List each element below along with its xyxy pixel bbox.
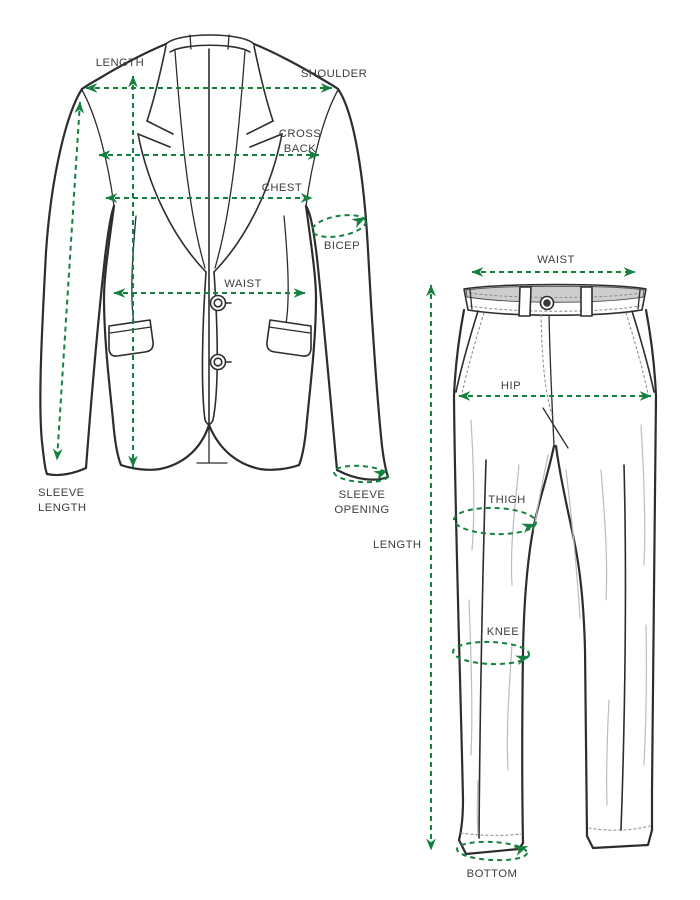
pants-right-outer-seam	[644, 308, 658, 832]
jacket-length-label: LENGTH	[96, 57, 145, 69]
jacket-right-front-edge	[208, 271, 219, 426]
pants-fly-stitch	[540, 314, 553, 416]
jacket-hem-left	[119, 423, 211, 471]
jacket-body-right	[297, 204, 318, 467]
sleeve-length-label-line1: SLEEVE	[38, 487, 85, 499]
jacket-right-collar-edge	[253, 45, 274, 122]
pants-bottom-label: BOTTOM	[467, 868, 518, 880]
pants-waistband-inner	[465, 285, 645, 303]
jacket-shoulder-label: SHOULDER	[301, 68, 367, 80]
jacket-left-cuff	[45, 466, 88, 477]
jacket-right-pocket-seam	[268, 326, 311, 334]
bicep-ellipse-arrowhead	[351, 217, 366, 228]
jacket-right-pocket-flap	[266, 319, 312, 357]
jacket-right-sleeve-inner	[304, 204, 339, 472]
knee-ellipse-arrowhead	[515, 655, 530, 666]
belt-loop-left	[518, 286, 532, 317]
jacket-right-dart	[283, 215, 289, 325]
jacket-left-sleeve-inner	[84, 204, 116, 470]
bottom-ellipse	[456, 840, 528, 862]
thigh-ellipse	[453, 506, 537, 536]
sleeve-length-label-line2: LENGTH	[38, 502, 87, 514]
sleeve-opening-label-line1: SLEEVE	[339, 489, 386, 501]
sleeve-opening-ellipse	[333, 464, 389, 484]
jacket-chest-label: CHEST	[262, 182, 303, 194]
jacket-right-sleeve-outer	[336, 87, 390, 479]
jacket-left-lapel-top	[137, 133, 171, 148]
pants-waistband-seam-left	[469, 289, 473, 310]
jacket-illustration	[39, 34, 390, 481]
jacket-left-lapel-crease	[174, 50, 206, 269]
jacket-cross-back-label-line1: CROSS	[279, 128, 321, 140]
jacket-measurements: LENGTH SHOULDER CROSS BACK CHEST BICEP W…	[38, 57, 389, 516]
pants-hip-label: HIP	[501, 380, 521, 392]
pants-crotch-accent	[542, 407, 569, 449]
jacket-sleeve-length-arrow	[52, 101, 85, 461]
jacket-collar-top	[165, 34, 255, 45]
pants-right-inseam	[554, 444, 589, 838]
pants-center-front-seam	[548, 314, 555, 446]
jacket-waist-label: WAIST	[224, 278, 262, 290]
bicep-ellipse	[311, 214, 367, 238]
pants-thigh-label: THIGH	[488, 494, 525, 506]
jacket-left-armhole-seam	[81, 89, 115, 207]
sleeve-opening-label-line2: OPENING	[334, 504, 389, 516]
jacket-right-lapel-top	[249, 133, 283, 148]
pants-right-crease	[620, 464, 627, 831]
belt-loop-right	[580, 286, 593, 317]
pants-fold-lines	[468, 419, 647, 835]
pants-button	[539, 295, 555, 311]
jacket-collar-tick-right	[227, 34, 230, 50]
pants-right-pocket-stitch	[625, 312, 649, 395]
jacket-body-left	[102, 204, 123, 467]
jacket-left-pocket-flap	[108, 319, 154, 357]
jacket-left-notch	[146, 120, 174, 135]
pants-knee-label: KNEE	[487, 626, 520, 638]
jacket-right-armhole-seam	[305, 89, 339, 207]
jacket-button-top	[209, 294, 232, 312]
pants-right-hem-stitch	[588, 825, 651, 831]
jacket-left-sleeve-outer	[39, 87, 84, 476]
jacket-left-collar-edge	[146, 45, 167, 122]
pants-left-hem	[457, 838, 525, 856]
jacket-hem-right	[207, 423, 301, 471]
pants-waist-label: WAIST	[537, 254, 575, 266]
knee-ellipse	[452, 640, 530, 666]
sleeve-opening-ellipse-arrowhead	[373, 470, 388, 481]
pants-left-pocket-stitch	[461, 312, 485, 395]
jacket-right-lapel-crease	[214, 50, 246, 269]
jacket-right-cuff	[335, 468, 390, 481]
pants-left-inseam	[521, 444, 556, 845]
jacket-collar-tick-left	[189, 34, 192, 50]
pants-left-hem-stitch	[460, 832, 523, 836]
jacket-left-front-edge	[201, 271, 210, 426]
pants-waistband-seam-right	[637, 289, 641, 310]
jacket-right-notch	[246, 120, 274, 135]
bottom-ellipse-arrowhead	[513, 846, 528, 856]
pants-left-pocket	[455, 310, 479, 393]
bicep-label: BICEP	[324, 240, 360, 252]
jacket-collar-band	[169, 44, 251, 53]
pants-right-hem	[585, 828, 654, 850]
pants-left-outer-seam	[452, 308, 466, 842]
jacket-neckline-right	[252, 42, 340, 91]
pants-waistband-stitch-bottom	[469, 305, 641, 312]
thigh-ellipse-arrowhead	[521, 523, 536, 534]
jacket-button-bottom	[209, 353, 232, 371]
pants-illustration	[452, 283, 658, 856]
pants-length-label: LENGTH	[373, 539, 422, 551]
pants-measurements: WAIST HIP THIGH KNEE LENGTH BOTTOM	[373, 254, 652, 880]
pants-left-crease	[478, 459, 487, 839]
pants-right-pocket	[631, 310, 655, 393]
jacket-cross-back-label-line2: BACK	[284, 143, 317, 155]
pants-waistband-stitch-top	[469, 292, 641, 299]
